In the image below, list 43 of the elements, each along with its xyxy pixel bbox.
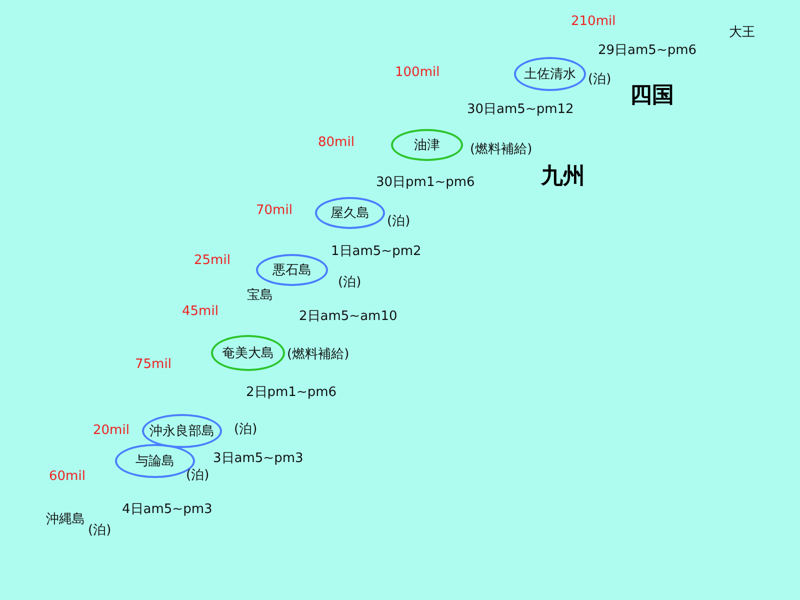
schedule-label: 29日am5~pm6 — [598, 43, 697, 59]
place-name: 沖縄島 — [46, 512, 85, 528]
island-ellipse — [256, 254, 328, 286]
island-name: 奄美大島 — [222, 345, 274, 362]
island-name: 悪石島 — [272, 262, 312, 279]
distance-label: 70mil — [256, 203, 292, 219]
distance-label: 25mil — [194, 253, 230, 269]
distance-label: 100mil — [395, 65, 440, 81]
island-ellipse — [315, 197, 385, 229]
distance-label: 45mil — [182, 304, 218, 320]
island-name: 与論島 — [136, 453, 174, 470]
stop-note: (泊) — [588, 72, 612, 88]
distance-label: 210mil — [571, 14, 616, 30]
region-name: 九州 — [541, 164, 585, 190]
island-name: 屋久島 — [330, 205, 370, 222]
schedule-label: 3日am5~pm3 — [213, 451, 304, 467]
stop-note: (燃料補給) — [287, 347, 350, 363]
schedule-label: 2日pm1~pm6 — [246, 385, 337, 401]
island-name: 油津 — [414, 137, 440, 154]
schedule-label: 1日am5~pm2 — [331, 244, 422, 260]
schedule-label: 30日am5~pm12 — [467, 102, 574, 118]
place-name: (泊) — [88, 523, 112, 539]
stop-note: (泊) — [387, 214, 410, 230]
region-name: 四国 — [630, 82, 674, 110]
island-ellipse — [514, 57, 586, 91]
island-ellipse — [142, 414, 222, 448]
stop-note: (泊) — [234, 422, 258, 438]
island-name: 沖永良部島 — [150, 423, 214, 440]
place-name: 宝島 — [247, 288, 273, 304]
island-name: 土佐清水 — [524, 66, 576, 83]
schedule-label: 2日am5~am10 — [299, 309, 398, 325]
place-name: 大王 — [729, 25, 755, 41]
schedule-label: 30日pm1~pm6 — [376, 175, 475, 191]
island-ellipse — [211, 335, 285, 371]
distance-label: 20mil — [93, 423, 130, 439]
stop-note: (燃料補給) — [470, 142, 532, 158]
distance-label: 80mil — [318, 135, 354, 151]
stop-note: (泊) — [338, 275, 362, 291]
stop-note: (泊) — [186, 468, 210, 484]
schedule-label: 4日am5~pm3 — [122, 502, 212, 518]
distance-label: 75mil — [135, 357, 172, 373]
distance-label: 60mil — [49, 469, 86, 485]
island-ellipse — [391, 129, 463, 161]
